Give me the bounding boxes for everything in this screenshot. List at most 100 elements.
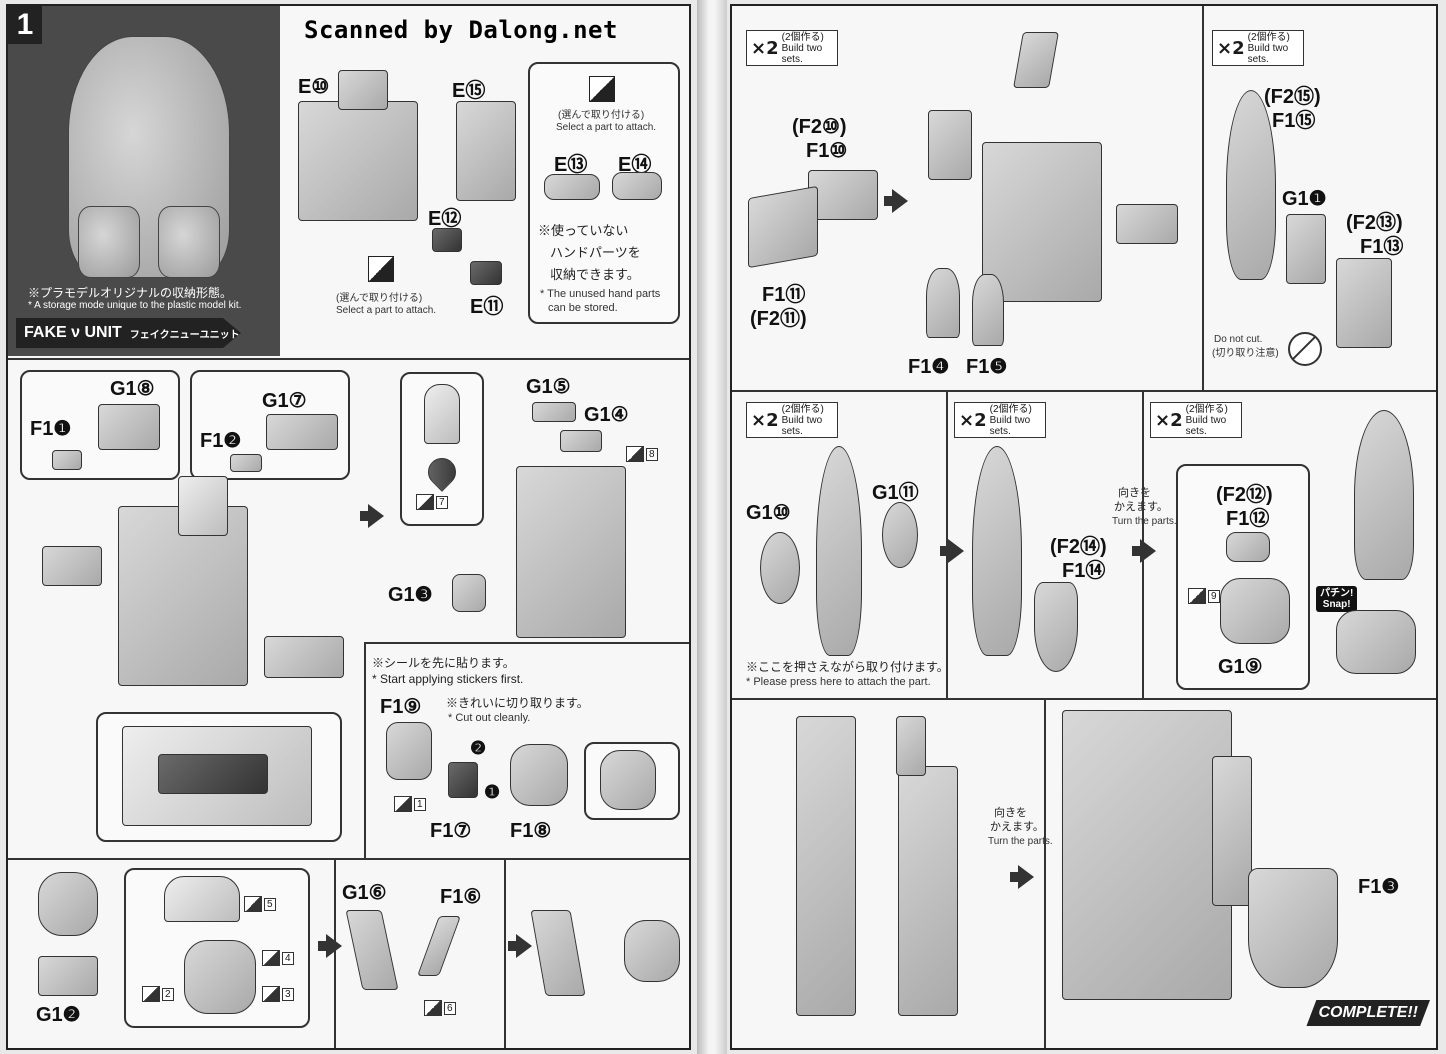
label-g13: G1❸ — [388, 584, 433, 606]
select-part-jp: (選んで取り付ける) — [558, 110, 645, 121]
part-f19 — [386, 722, 432, 780]
sticker-number: 4 — [282, 951, 294, 965]
snap-en: Snap! — [1322, 599, 1351, 610]
sticker-number: 2 — [162, 987, 174, 1001]
flow-arrow — [940, 546, 948, 556]
sticker-icon — [262, 986, 280, 1002]
part-g14 — [560, 430, 602, 452]
sticker-number: 1 — [414, 797, 426, 811]
label-f1-11: F1⑪ — [762, 284, 806, 306]
arm-shield — [816, 446, 862, 656]
label-f14: F1❹ — [908, 356, 950, 378]
divider — [504, 858, 506, 1048]
label-f15: F1❺ — [966, 356, 1008, 378]
flow-arrow — [368, 504, 384, 528]
label-f2-12: (F2⑫) — [1216, 484, 1273, 506]
leg-left — [796, 716, 856, 1016]
select-part-icon — [589, 76, 615, 102]
storage-mode-feet — [78, 206, 140, 278]
sticker-number: 6 — [444, 1001, 456, 1015]
sticker-1: 1 — [394, 796, 426, 812]
divider — [732, 390, 1436, 392]
part-e12 — [432, 228, 462, 252]
label-f1-14: F1⑭ — [1062, 560, 1106, 582]
order-2: ❷ — [470, 738, 487, 758]
label-g19: G1⑨ — [1218, 656, 1263, 678]
sticker-first-en: * Start applying stickers first. — [372, 672, 524, 686]
sticker-icon — [416, 494, 434, 510]
part-f12 — [230, 454, 262, 472]
label-e11: E⑪ — [470, 296, 504, 318]
select-part-icon — [368, 256, 394, 282]
part-f1-12 — [1226, 532, 1270, 562]
part-g1-11 — [882, 502, 918, 568]
turn-jp2: かえます。 — [1114, 501, 1168, 513]
x2-en: Build two sets. — [1185, 414, 1227, 437]
sticker-number: 8 — [646, 447, 658, 461]
sticker-icon — [142, 986, 160, 1002]
x2-en: Build two sets. — [1247, 42, 1289, 65]
label-g16: G1⑥ — [342, 882, 387, 904]
page-gutter — [697, 0, 727, 1054]
build-two-badge: ×2 (2個作る)Build two sets. — [1150, 402, 1242, 438]
storage-note-en: * A storage mode unique to the plastic m… — [28, 300, 242, 311]
sticker-3: 3 — [262, 986, 294, 1002]
label-g14: G1④ — [584, 404, 629, 426]
sticker-icon — [626, 446, 644, 462]
x2-jp: (2個作る) — [1185, 403, 1228, 415]
part-f17 — [448, 762, 478, 798]
sticker-icon — [262, 950, 280, 966]
label-e10: E⑩ — [298, 76, 330, 98]
unit-label: FAKE ν UNIT — [24, 324, 122, 341]
lower-body-assembly — [1062, 710, 1232, 1000]
part-e10-cross — [338, 70, 388, 110]
x2-label: ×2 — [1155, 409, 1183, 431]
leg-side-plate — [928, 110, 972, 180]
turn-jp1: 向きを — [994, 807, 1027, 819]
x2-en: Build two sets. — [989, 414, 1031, 437]
unit-label-jp: フェイクニューユニット — [129, 329, 240, 341]
detail-box-g19 — [1176, 464, 1310, 690]
part-g17 — [266, 414, 338, 450]
sticker-7: 7 — [416, 494, 448, 510]
part-g13 — [452, 574, 486, 612]
x2-en: Build two sets. — [781, 42, 823, 65]
head-front — [184, 940, 256, 1014]
divider — [334, 858, 336, 1048]
part-g19 — [1220, 578, 1290, 644]
sticker-number: 9 — [1208, 589, 1220, 603]
flow-arrow — [508, 941, 516, 951]
part-g12 — [38, 956, 98, 996]
part-f1-14 — [1034, 582, 1078, 672]
flow-arrow — [516, 934, 532, 958]
part-g16 — [345, 910, 399, 990]
step-number: 1 — [8, 6, 42, 44]
unused-note-en1: * The unused hand parts — [540, 288, 661, 300]
press-note-en: * Please press here to attach the part. — [746, 676, 931, 688]
part-f1-15 — [1226, 90, 1276, 280]
label-f13: F1❸ — [1358, 876, 1400, 898]
divider — [1142, 390, 1144, 700]
x2-label: ×2 — [1217, 37, 1245, 59]
part-e10 — [298, 101, 418, 221]
label-f1-10: F1⑩ — [806, 140, 848, 162]
flow-arrow — [948, 539, 964, 563]
part-e13-hand — [544, 174, 600, 200]
foot-final — [1336, 610, 1416, 674]
x2-jp: (2個作る) — [1247, 31, 1290, 43]
storage-mode-feet — [158, 206, 220, 278]
sticker-first-jp: ※シールを先に貼ります。 — [372, 656, 515, 670]
part-g1-10 — [760, 532, 800, 604]
divider — [732, 698, 1436, 700]
sticker-icon — [424, 1000, 442, 1016]
part-f1-13 — [1336, 258, 1392, 348]
sensor-part — [424, 384, 460, 444]
label-f1-15: F1⑮ — [1272, 110, 1316, 132]
label-g12: G1❷ — [36, 1004, 81, 1026]
turn-jp1: 向きを — [1118, 487, 1151, 499]
order-1: ❶ — [484, 782, 501, 802]
antenna-assembly — [530, 910, 586, 996]
sticker-9: 9 — [1188, 588, 1220, 604]
build-two-badge: ×2 (2個作る)Build two sets. — [746, 30, 838, 66]
press-note-jp: ※ここを押さえながら取り付けます。 — [746, 660, 949, 674]
